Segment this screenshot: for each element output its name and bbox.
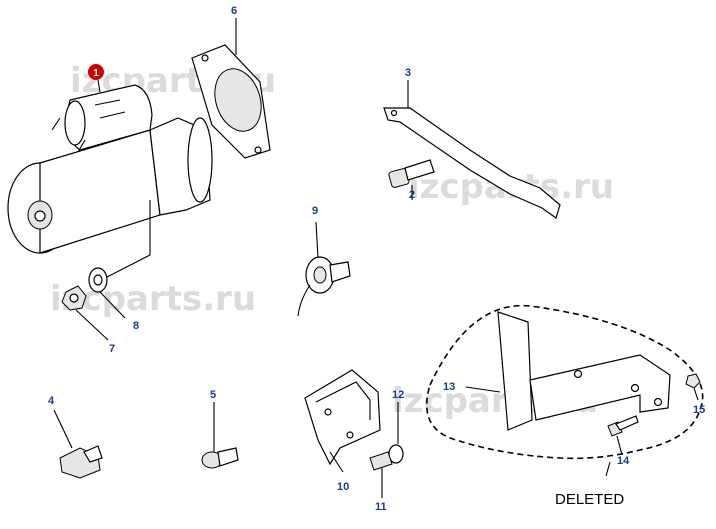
- plug-fitting-part[interactable]: [201, 447, 239, 469]
- switch-fitting-part[interactable]: [59, 445, 103, 479]
- callout-2[interactable]: 2: [409, 189, 415, 201]
- leader-4: [53, 409, 73, 449]
- leader-13: [465, 386, 501, 393]
- bolt-14-part[interactable]: [607, 415, 639, 437]
- nut-15-part[interactable]: [685, 373, 701, 389]
- bolt-part[interactable]: [369, 451, 393, 471]
- starter-motor-part[interactable]: [7, 84, 213, 279]
- leader-10: [329, 451, 344, 473]
- callout-13[interactable]: 13: [443, 381, 455, 393]
- callout-11[interactable]: 11: [375, 501, 387, 513]
- deleted-label: DELETED: [555, 491, 624, 508]
- callout-8[interactable]: 8: [133, 320, 139, 332]
- gasket-part[interactable]: [191, 44, 271, 159]
- deleted-pointer: [605, 461, 611, 477]
- deleted-group-outline: [426, 304, 704, 460]
- leader-15: [693, 387, 699, 401]
- leader-1: [97, 79, 101, 93]
- support-bracket-part[interactable]: [497, 311, 671, 431]
- nut-part[interactable]: [61, 285, 87, 311]
- callout-3[interactable]: 3: [405, 67, 411, 79]
- leader-7: [75, 309, 109, 341]
- callout-9[interactable]: 9: [312, 205, 318, 217]
- callout-6[interactable]: 6: [231, 5, 237, 17]
- callout-5[interactable]: 5: [210, 389, 216, 401]
- selected-part-marker-icon[interactable]: [88, 64, 104, 80]
- callout-10[interactable]: 10: [337, 481, 349, 493]
- callout-1[interactable]: 1: [93, 68, 99, 79]
- leader-14: [616, 435, 623, 456]
- callout-12[interactable]: 12: [392, 389, 404, 401]
- leader-9: [315, 221, 319, 259]
- callout-15[interactable]: 15: [693, 404, 705, 416]
- washer-part[interactable]: [88, 267, 108, 293]
- bracket-strip-part[interactable]: [383, 107, 561, 219]
- callout-14[interactable]: 14: [617, 455, 630, 467]
- leader-8: [99, 291, 126, 319]
- sender-part[interactable]: [297, 256, 351, 317]
- callout-4[interactable]: 4: [48, 395, 55, 407]
- callout-7[interactable]: 7: [109, 343, 115, 355]
- mounting-bracket-part[interactable]: [304, 369, 381, 466]
- sensor-bolt-part[interactable]: [388, 159, 435, 188]
